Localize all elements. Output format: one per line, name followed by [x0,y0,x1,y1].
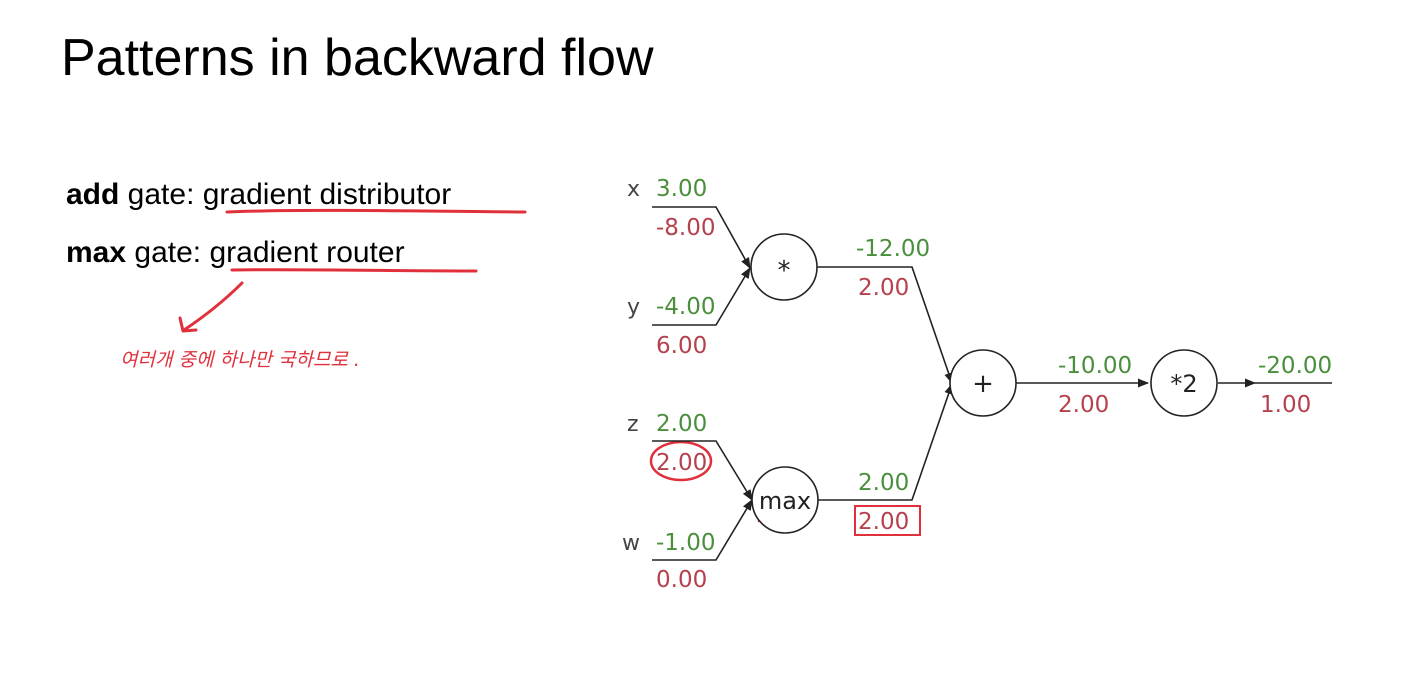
max-gate-node [751,466,819,534]
edge-x [652,206,751,269]
input-z-name: z [627,412,639,437]
max-out-backward: 2.00 [858,509,909,535]
input-y-forward: -4.00 [656,294,716,320]
add-out-forward: -10.00 [1058,353,1132,379]
edge-mul-out [817,266,953,385]
add-gate-role: gradient distributor [202,178,452,211]
add-gate-label: + [972,369,994,399]
input-z-backward: 2.00 [656,450,707,476]
add-gate-name: add [66,178,120,211]
final-out-backward: 1.00 [1260,392,1311,418]
edge-w [652,499,753,561]
handwritten-note: 여러개 중에 하나만 국하므로 . [120,349,360,371]
note-arrow-head [178,316,198,333]
edge-max-out [818,382,953,501]
underline-distributor [225,208,527,214]
input-x-forward: 3.00 [656,176,707,202]
add-gate-rule: add gate: gradient distributor [66,178,451,212]
edge-z [652,440,753,501]
input-z-forward: 2.00 [656,411,707,437]
mul-out-forward: -12.00 [856,236,930,262]
mul-out-backward: 2.00 [858,275,909,301]
underline-router [230,268,478,273]
max-gate-rule: max gate: gradient router [66,236,405,270]
input-x-name: x [627,177,640,202]
note-arrow [182,281,244,332]
max-gate-label: max [759,487,811,515]
slide-title: Patterns in backward flow [61,29,654,87]
input-w-backward: 0.00 [656,567,707,593]
add-out-backward: 2.00 [1058,392,1109,418]
input-y-name: y [627,295,640,320]
max-gate-role: gradient router [209,236,405,269]
input-x-backward: -8.00 [656,215,716,241]
final-out-forward: -20.00 [1258,353,1332,379]
scale-gate-node [1150,349,1218,417]
add-gate-node [949,349,1017,417]
input-w-forward: -1.00 [656,530,716,556]
mul-gate-node [750,233,818,301]
input-w-name: w [622,531,640,556]
max-gate-suffix: gate: [126,236,210,269]
max-out-gradient-box [854,505,921,536]
add-gate-suffix: gate: [119,178,203,211]
z-gradient-circle [649,440,713,482]
max-gate-name: max [66,236,127,269]
max-out-forward: 2.00 [858,470,909,496]
edge-y [652,267,751,326]
input-y-backward: 6.00 [656,333,707,359]
mul-gate-label: * [778,256,791,286]
scale-gate-label: *2 [1170,370,1197,398]
